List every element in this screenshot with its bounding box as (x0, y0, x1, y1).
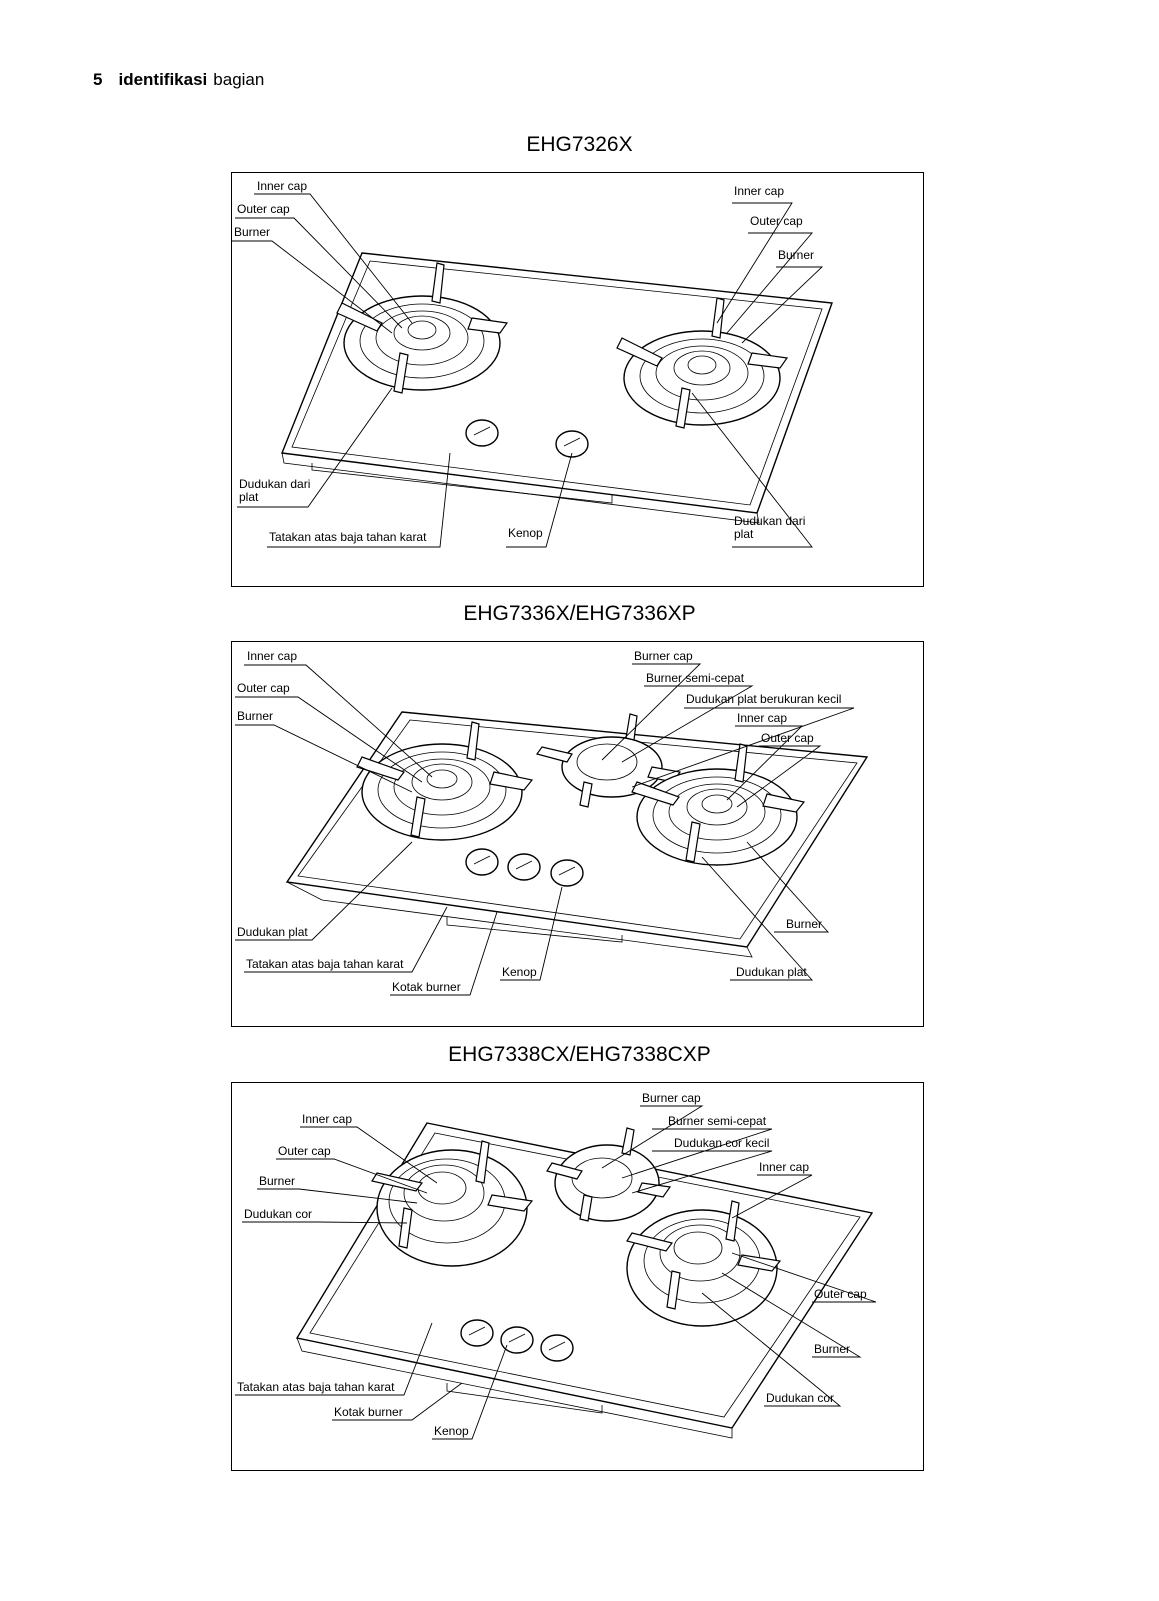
label-burner-left: Burner (237, 709, 273, 723)
label-outer-cap-right: Outer cap (750, 214, 803, 228)
section-title-rest: bagian (213, 70, 265, 89)
label-burner-right: Burner (814, 1342, 850, 1356)
left-burner (371, 1140, 534, 1267)
label-inner-cap-right: Inner cap (759, 1160, 809, 1174)
label-plate-stand-left-2: plat (239, 490, 259, 504)
model-title-3: EHG7338CX/EHG7338CXP (448, 1043, 711, 1066)
label-knob: Kenop (508, 526, 543, 540)
label-plate-stand-right-1: Dudukan dari (734, 514, 805, 528)
label-knob: Kenop (502, 965, 537, 979)
right-burner (616, 297, 789, 429)
label-outer-cap-right: Outer cap (814, 1287, 867, 1301)
label-inner-cap-right: Inner cap (734, 184, 784, 198)
label-burner-right: Burner (786, 917, 822, 931)
page-header: 5 identifikasi bagian (93, 70, 264, 90)
label-outer-cap-right: Outer cap (761, 731, 814, 745)
left-burner (336, 262, 509, 394)
knobs (465, 848, 584, 887)
hob-diagram-3-burner-cast: Burner cap Burner semi-cepat Dudukan cor… (235, 1091, 877, 1440)
hob-diagram-3-burner: Inner cap Outer cap Burner Burner cap Bu… (235, 649, 869, 996)
section-number: 5 (93, 70, 103, 89)
label-small-cast-stand: Dudukan cor kecil (674, 1136, 769, 1150)
label-cast-stand-left: Dudukan cor (244, 1207, 312, 1221)
label-burner-cap: Burner cap (642, 1091, 701, 1105)
label-burner-box: Kotak burner (334, 1405, 403, 1419)
label-burner-box: Kotak burner (392, 980, 461, 994)
label-plate-stand-left: Dudukan plat (237, 925, 308, 939)
model-title-2: EHG7336X/EHG7336XP (463, 602, 696, 625)
label-outer-cap-left: Outer cap (237, 202, 290, 216)
diagram-panel-1: Inner cap Outer cap Burner Inner cap Out… (231, 172, 924, 587)
diagram-panel-3: Burner cap Burner semi-cepat Dudukan cor… (231, 1082, 924, 1471)
label-small-plate-stand: Dudukan plat berukuran kecil (686, 692, 841, 706)
label-plate-stand-right: Dudukan plat (736, 965, 807, 979)
hob-diagram-2-burner: Inner cap Outer cap Burner Inner cap Out… (232, 179, 833, 548)
diagram-panel-2: Inner cap Outer cap Burner Burner cap Bu… (231, 641, 924, 1027)
label-inner-cap-right: Inner cap (737, 711, 787, 725)
label-steel-tray: Tatakan atas baja tahan karat (237, 1380, 395, 1394)
label-inner-cap-left: Inner cap (302, 1112, 352, 1126)
label-burner-cap: Burner cap (634, 649, 693, 663)
label-steel-tray: Tatakan atas baja tahan karat (246, 957, 404, 971)
label-inner-cap-left: Inner cap (257, 179, 307, 193)
label-knob: Kenop (434, 1424, 469, 1438)
section-title-bold: identifikasi (118, 70, 208, 89)
label-outer-cap-left: Outer cap (278, 1144, 331, 1158)
knobs (465, 419, 589, 458)
label-burner-left: Burner (234, 225, 270, 239)
label-inner-cap-left: Inner cap (247, 649, 297, 663)
label-plate-stand-right-2: plat (734, 527, 754, 541)
label-burner-right: Burner (778, 248, 814, 262)
model-title-1: EHG7326X (526, 133, 633, 156)
knobs (460, 1319, 574, 1362)
label-burner-left: Burner (259, 1174, 295, 1188)
label-plate-stand-left-1: Dudukan dari (239, 477, 310, 491)
label-outer-cap-left: Outer cap (237, 681, 290, 695)
label-semi-rapid-burner: Burner semi-cepat (668, 1114, 767, 1128)
middle-burner (546, 1127, 672, 1222)
label-steel-tray: Tatakan atas baja tahan karat (269, 530, 427, 544)
right-burner (631, 743, 806, 866)
right-burner (626, 1200, 782, 1327)
label-cast-stand-right: Dudukan cor (766, 1391, 834, 1405)
label-semi-rapid-burner: Burner semi-cepat (646, 671, 745, 685)
